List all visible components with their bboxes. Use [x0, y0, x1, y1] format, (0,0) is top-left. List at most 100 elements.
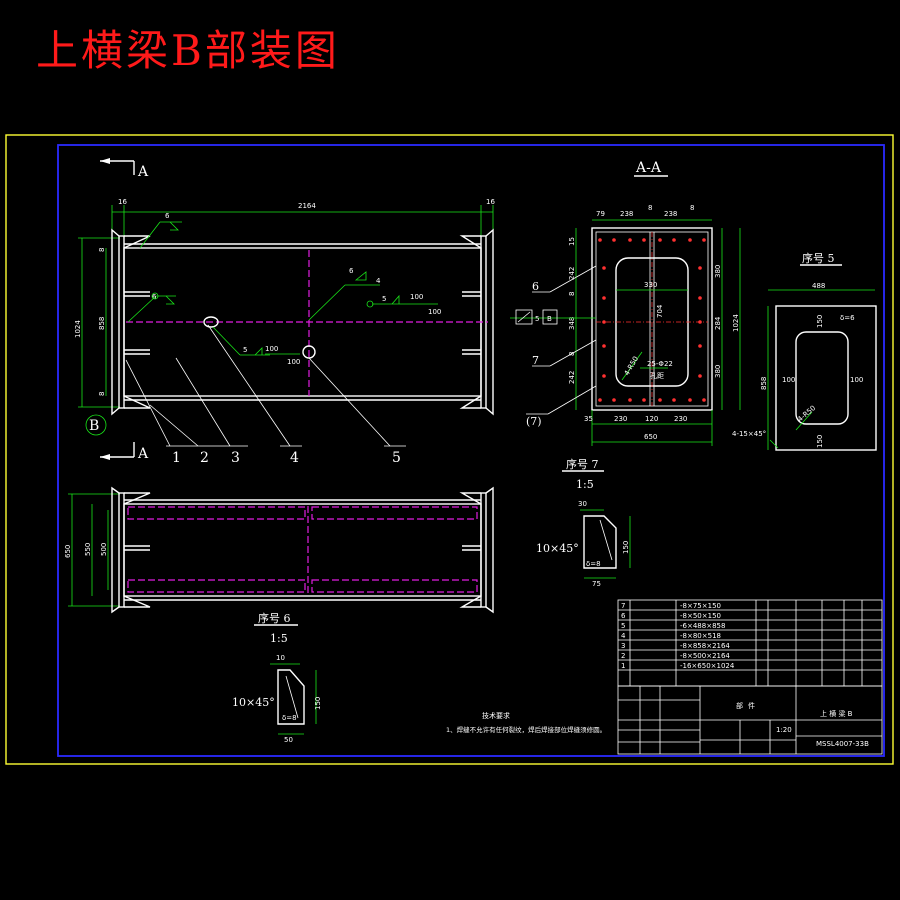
part5-chamfer: 4-15×45° — [732, 430, 766, 438]
tb-label-a: 部 — [736, 701, 743, 710]
parts-row-spec: -8×80×518 — [680, 632, 721, 640]
section-a-a: A-A 79 238 8 238 8 15 242 8 348 8 242 38… — [510, 160, 741, 446]
tech-notes: 技术要求 1、焊缝不允许有任何裂纹，焊后焊接部位焊缝须修圆。 — [446, 711, 606, 734]
weld-100-a: 100 — [265, 345, 278, 353]
notes-title: 技术要求 — [482, 711, 510, 720]
parts-row-no: 1 — [621, 662, 625, 670]
parts-row-no: 4 — [621, 632, 626, 640]
part5-dim-100a: 100 — [782, 376, 795, 384]
parts-row-no: 7 — [621, 602, 625, 610]
parts-row-spec: -16×650×1024 — [680, 662, 735, 670]
weld-4-mid: 4 — [376, 277, 381, 285]
parts-row-spec: -8×75×150 — [680, 602, 721, 610]
weld-5-a: 5 — [243, 346, 247, 354]
part7-scale: 1:5 — [576, 478, 594, 491]
aa-left-15: 15 — [568, 237, 576, 246]
title-block: 部 件 上 横 梁 B MSSL4007-33B 1:20 — [617, 685, 883, 755]
leader-1: 1 — [172, 450, 181, 466]
aa-dim-8b: 8 — [690, 204, 694, 212]
part5-detail: 序号 5 488 858 100 100 150 150 δ=6 4-R50 4… — [732, 251, 877, 451]
tb-scale: 1:20 — [776, 726, 792, 734]
aa-left-348: 348 — [568, 317, 576, 330]
section-mark-a-bottom: A — [137, 446, 149, 462]
aa-right-380a: 380 — [714, 265, 722, 278]
parts-row-no: 5 — [621, 622, 625, 630]
aa-right-380b: 380 — [714, 365, 722, 378]
aa-inner-704: 704 — [656, 304, 664, 318]
aa-left-8a: 8 — [568, 292, 576, 296]
bolt-holes — [598, 238, 706, 402]
part5-dim-858: 858 — [760, 377, 768, 390]
aa-dim-8a: 8 — [648, 204, 652, 212]
weld-6-mid: 6 — [349, 267, 354, 275]
weld-6-top: 6 — [165, 212, 170, 220]
aa-dim-238a: 238 — [620, 210, 633, 218]
part7-thickness: δ=8 — [586, 560, 601, 568]
aa-inner-330: 330 — [644, 281, 657, 289]
parts-table: 7 -8×75×150 6 -8×50×150 5 -6×488×858 4 -8×80×51… — [617, 599, 883, 687]
part6-title: 序号 6 — [258, 611, 291, 625]
aa-bot-230a: 230 — [614, 415, 627, 423]
dim-top-left: 16 — [118, 198, 127, 206]
part5-r50: 4-R50 — [796, 404, 817, 423]
aa-dim-79: 79 — [596, 210, 605, 218]
tb-label-b: 件 — [748, 701, 755, 710]
aa-leader-6: 6 — [532, 280, 539, 293]
dim-550: 550 — [84, 543, 92, 556]
part7-dim-30: 30 — [578, 500, 587, 508]
part6-thickness: δ=8 — [282, 714, 297, 722]
tb-code: MSSL4007-33B — [816, 740, 869, 748]
part6-dim-10: 10 — [276, 654, 285, 662]
aa-left-242b: 242 — [568, 371, 576, 384]
leader-2: 2 — [200, 450, 209, 466]
aa-inner-pitch: 孔距 — [650, 372, 664, 380]
aa-dim-238b: 238 — [664, 210, 677, 218]
part7-dim-75: 75 — [592, 580, 601, 588]
part5-dim-100b: 100 — [850, 376, 863, 384]
parts-row-spec: -6×488×858 — [680, 622, 725, 630]
parts-row-no: 3 — [621, 642, 625, 650]
inner-frame — [57, 144, 885, 757]
dim-650: 650 — [64, 545, 72, 558]
bottom-view: 650 550 500 — [64, 486, 494, 614]
weld-100-c: 100 — [410, 293, 423, 301]
part7-chamfer: 10×45° — [536, 542, 579, 555]
parts-row-no: 6 — [621, 612, 626, 620]
aa-bot-650: 650 — [644, 433, 657, 441]
outer-frame — [5, 134, 894, 765]
part6-scale: 1:5 — [270, 632, 288, 645]
part7-dim-150: 150 — [622, 541, 630, 554]
dim-top-main: 2164 — [298, 202, 316, 210]
weld-100-d: 100 — [428, 308, 441, 316]
weld-100-b: 100 — [287, 358, 300, 366]
aa-inner-r50: 4-R50 — [623, 355, 640, 377]
leader-3: 3 — [231, 450, 240, 466]
tb-name: 上 横 梁 B — [820, 709, 853, 718]
aa-inner-holes: 25-Φ22 — [647, 360, 673, 368]
leader-4: 4 — [290, 450, 299, 466]
part7-title: 序号 7 — [566, 457, 599, 471]
dim-500: 500 — [100, 543, 108, 556]
main-view: A A B 16 2164 16 1024 858 8 8 — [74, 158, 495, 466]
dim-left-1024: 1024 — [74, 320, 82, 338]
part7-detail: 序号 7 1:5 30 10×45° 150 75 δ=8 — [536, 457, 631, 588]
parts-row-spec: -8×50×150 — [680, 612, 721, 620]
dim-top-right: 16 — [486, 198, 495, 206]
part5-title: 序号 5 — [802, 251, 835, 265]
part5-thickness: δ=6 — [840, 314, 855, 322]
weld-5-b: 5 — [382, 295, 386, 303]
aa-weld-b: B — [547, 315, 552, 323]
part6-dim-50: 50 — [284, 736, 293, 744]
part5-dim-150a: 150 — [816, 315, 824, 328]
part6-dim-150: 150 — [314, 697, 322, 710]
aa-leader-7: 7 — [532, 354, 539, 367]
part5-dim-150b: 150 — [816, 435, 824, 448]
aa-leader-7b: (7) — [526, 415, 542, 428]
detail-mark-b: B — [89, 418, 99, 434]
part6-detail: 序号 6 1:5 10 10×45° 150 50 δ=8 — [232, 611, 322, 744]
dim-left-8b: 8 — [98, 392, 106, 396]
aa-left-242a: 242 — [568, 267, 576, 280]
section-mark-a-top: A — [137, 164, 149, 180]
aa-right-284: 284 — [714, 316, 722, 330]
